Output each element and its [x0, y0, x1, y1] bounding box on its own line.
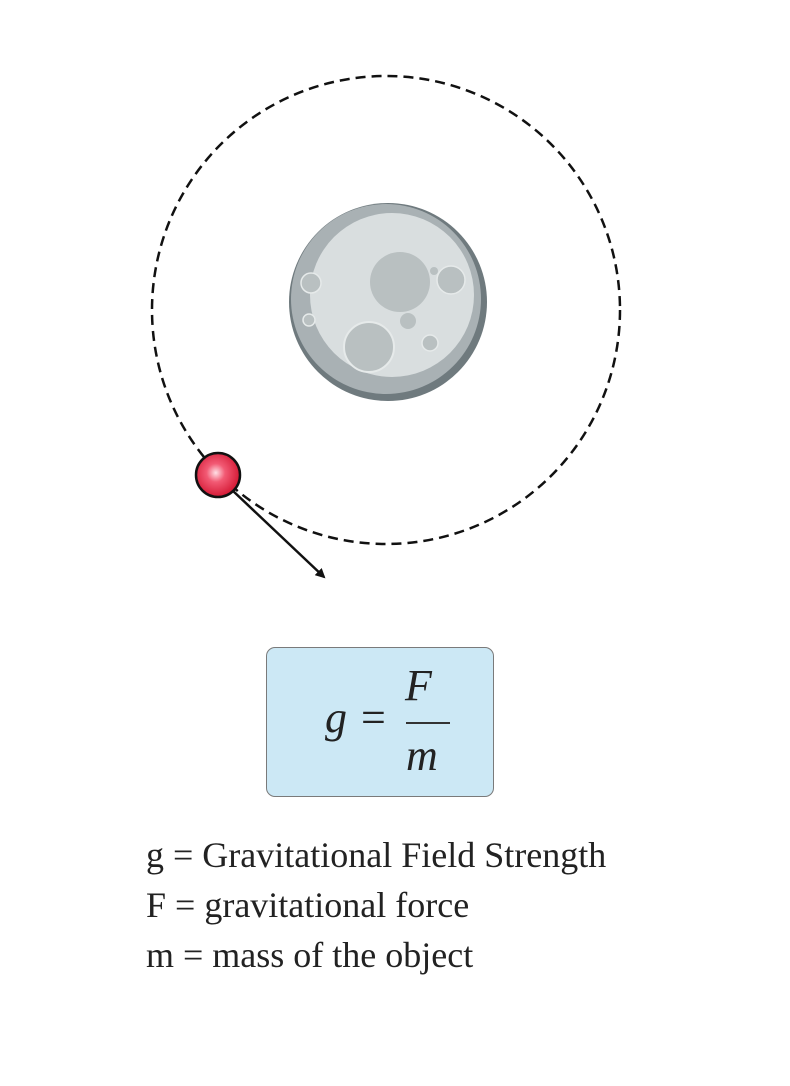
legend-item-g: g = Gravitational Field Strength [146, 835, 607, 875]
variable-legend: g = Gravitational Field Strength F = gra… [146, 830, 606, 980]
legend-item-m: m = mass of the object [146, 935, 474, 975]
satellite-ball-icon [194, 451, 242, 499]
formula-numerator: F [405, 661, 432, 710]
fraction-bar [406, 722, 450, 724]
formula: g = F m [267, 648, 493, 796]
formula-equals: = [361, 693, 386, 742]
formula-denominator: m [406, 731, 438, 780]
formula-box: g = F m [266, 647, 494, 797]
velocity-arrow-icon [231, 489, 326, 579]
moon-icon [289, 203, 487, 401]
orbit-path [150, 74, 622, 546]
legend-item-f: F = gravitational force [146, 885, 470, 925]
formula-lhs: g [325, 693, 347, 742]
